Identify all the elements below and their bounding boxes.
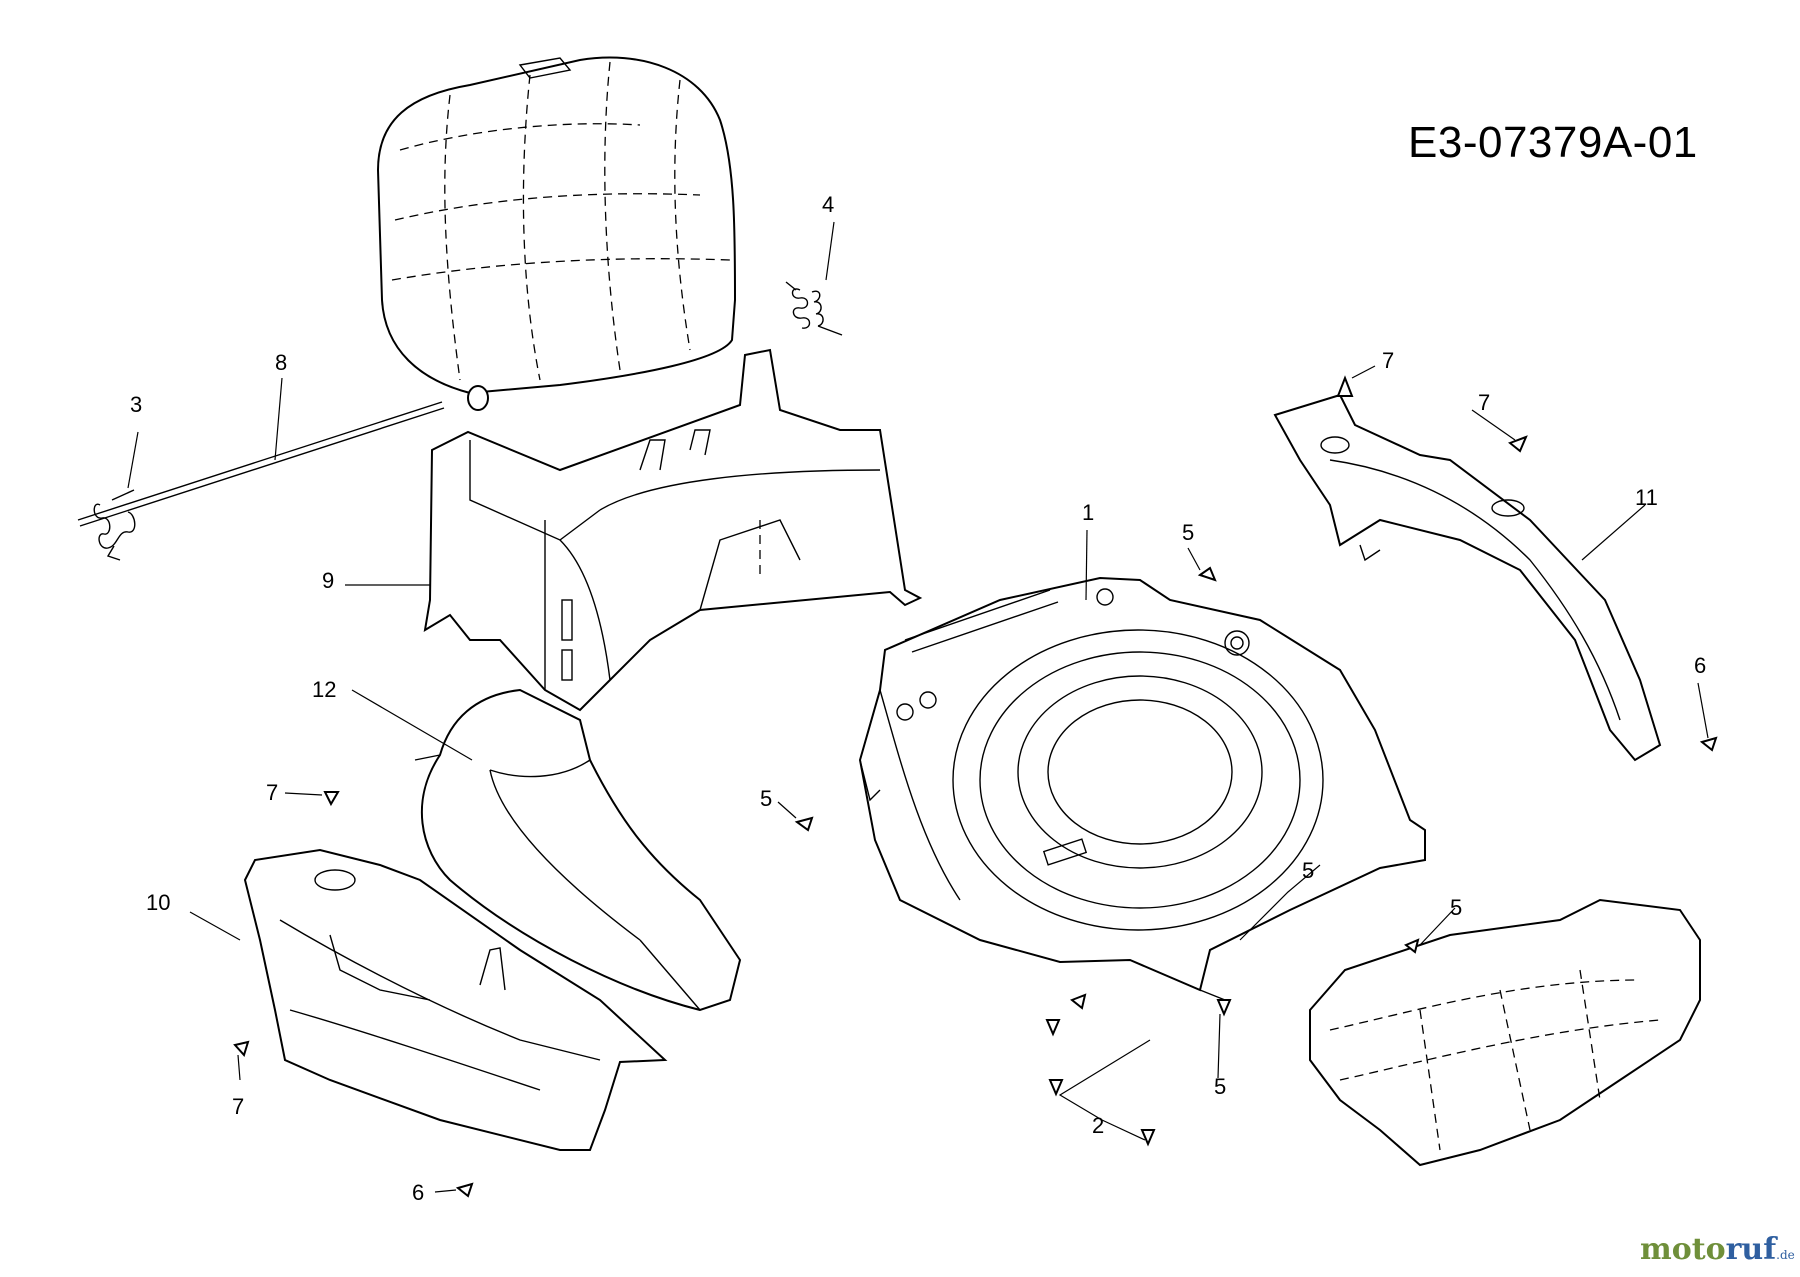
callout-12: 12 [312,677,336,702]
rear-skirt [1273,393,1662,762]
callout-7-chute-bottom: 7 [232,1094,244,1119]
side-discharge-chute [243,848,668,1151]
front-cover [1309,898,1701,1167]
watermark-part1: moto [1640,1232,1726,1267]
callout-2: 2 [1092,1113,1104,1138]
callout-5-bottom: 5 [1214,1074,1226,1099]
callout-3: 3 [130,392,142,417]
callout-5-deck-left: 5 [760,786,772,811]
site-watermark: motoruf.de [1640,1232,1795,1267]
grass-bag [376,56,737,411]
callout-6-chute: 6 [412,1180,424,1205]
callout-8: 8 [275,350,287,375]
diagram-code: E3-07379A-01 [1408,118,1698,167]
callout-4: 4 [822,192,834,217]
rear-flap-frame [423,348,923,712]
fasteners [233,375,1718,1198]
leader-lines [127,221,1709,1193]
callout-7-skirt-a: 7 [1382,348,1394,373]
callout-6-skirt: 6 [1694,653,1706,678]
callout-11: 11 [1635,485,1658,510]
watermark-part2: ruf [1725,1232,1777,1267]
callout-7-skirt-b: 7 [1478,390,1490,415]
torsion-spring-top [785,281,843,336]
callout-7-chute-top: 7 [266,780,278,805]
callout-labels: 4 8 3 9 1 5 11 7 7 6 5 12 7 10 7 6 5 5 5… [130,192,1706,1205]
callout-1: 1 [1082,500,1094,525]
deflector [414,688,742,1012]
watermark-suffix: .de [1776,1248,1795,1262]
callout-10: 10 [146,890,170,915]
callout-5-deck-right: 5 [1302,858,1314,883]
callout-5-cover: 5 [1450,895,1462,920]
mower-deck [858,576,1426,1001]
callout-5-deck-top: 5 [1182,520,1194,545]
callout-9: 9 [322,568,334,593]
hinge-rod [77,401,445,561]
